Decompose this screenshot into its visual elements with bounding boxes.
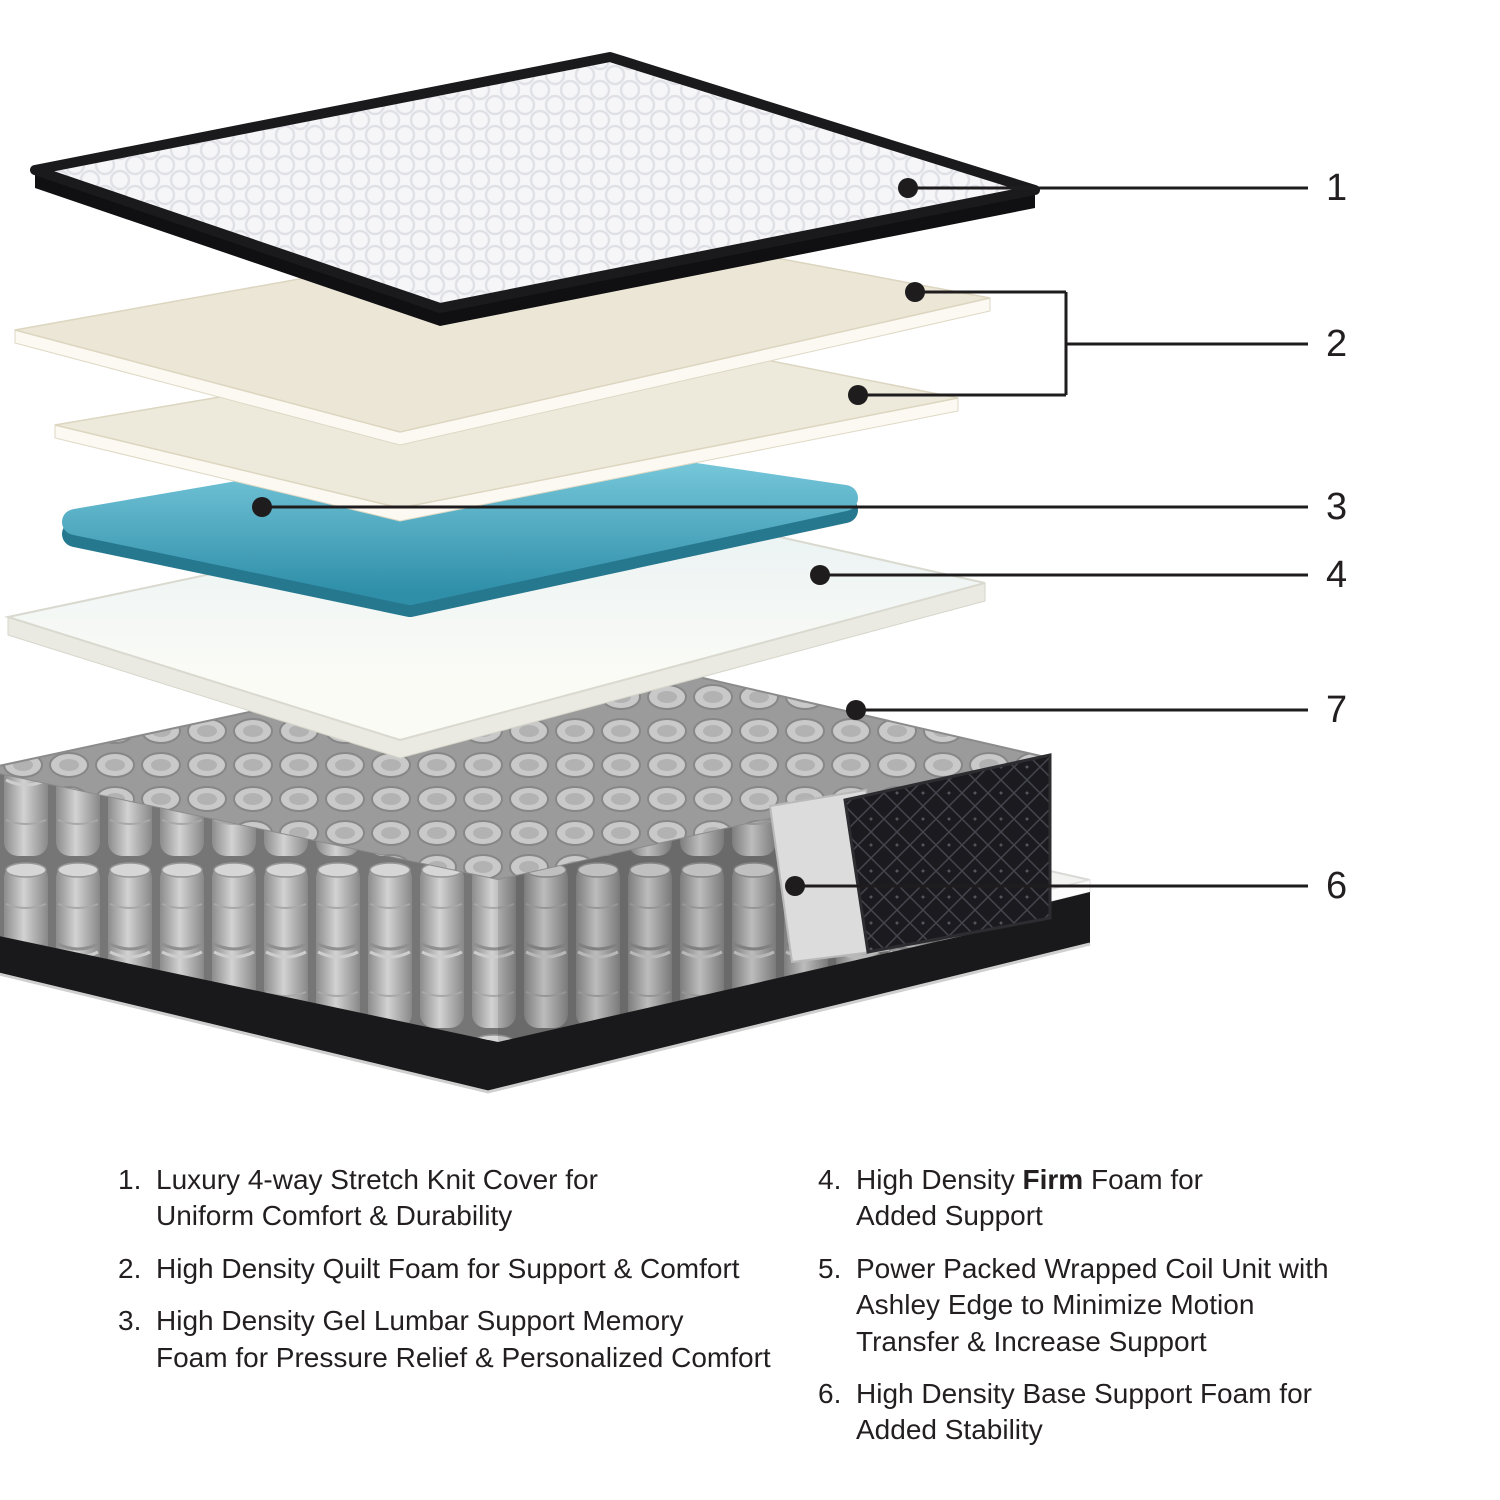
quilt-foam-upper-layer [14,224,991,446]
edge-support-corner [843,753,1052,954]
mattress-diagram-canvas: 1 2 3 4 7 6 [0,52,1347,1094]
legend-item-4-text: High Density Firm Foam for Added Support [856,1164,1204,1232]
legend-item-1-number: 1. [118,1164,142,1195]
callout-7: 7 [846,689,1347,731]
callout-2-number: 2 [1326,323,1347,365]
legend-item-2-number: 2. [118,1252,142,1284]
legend-item-6-text: High Density Base Support Foam for Added… [856,1377,1312,1446]
legend-item-5: 5. Power Packed Wrapped Coil Unit with A… [818,1251,1418,1360]
callout-7-number: 7 [1326,689,1347,731]
callout-4: 4 [810,554,1347,596]
legend-column-right: 4. High Density Firm Foam for Added Supp… [818,1162,1418,1465]
callout-1-number: 1 [1326,167,1347,209]
callout-6: 6 [785,865,1347,907]
callout-6-number: 6 [1326,865,1347,907]
legend-item-1: 1. Luxury 4-way Stretch Knit Cover for U… [118,1162,808,1235]
legend-item-2-text: High Density Quilt Foam for Support & Co… [156,1252,740,1284]
callout-1: 1 [898,167,1347,209]
callout-3-number: 3 [1326,486,1347,528]
knit-cover-layer [30,52,1040,326]
legend-column-left: 1. Luxury 4-way Stretch Knit Cover for U… [118,1162,808,1392]
legend-item-4-number: 4. [818,1164,842,1195]
callout-2: 2 [848,282,1347,405]
legend-item-6-number: 6. [818,1377,842,1409]
callout-3: 3 [252,486,1347,528]
legend-item-4: 4. High Density Firm Foam for Added Supp… [818,1162,1418,1235]
legend-item-5-number: 5. [818,1252,842,1284]
legend-item-3-number: 3. [118,1305,142,1337]
legend-item-5-text: Power Packed Wrapped Coil Unit with Ashl… [856,1252,1329,1357]
legend-item-3-text: High Density Gel Lumbar Support Memory F… [156,1305,771,1373]
legend-item-6: 6. High Density Base Support Foam for Ad… [818,1376,1418,1449]
mattress-exploded-diagram: 1 2 3 4 7 6 [0,52,1347,1094]
callout-4-number: 4 [1326,554,1347,596]
legend-item-2: 2. High Density Quilt Foam for Support &… [118,1251,808,1287]
legend-item-1-text: Luxury 4-way Stretch Knit Cover for Unif… [156,1164,598,1232]
legend-item-3: 3. High Density Gel Lumbar Support Memor… [118,1303,808,1376]
